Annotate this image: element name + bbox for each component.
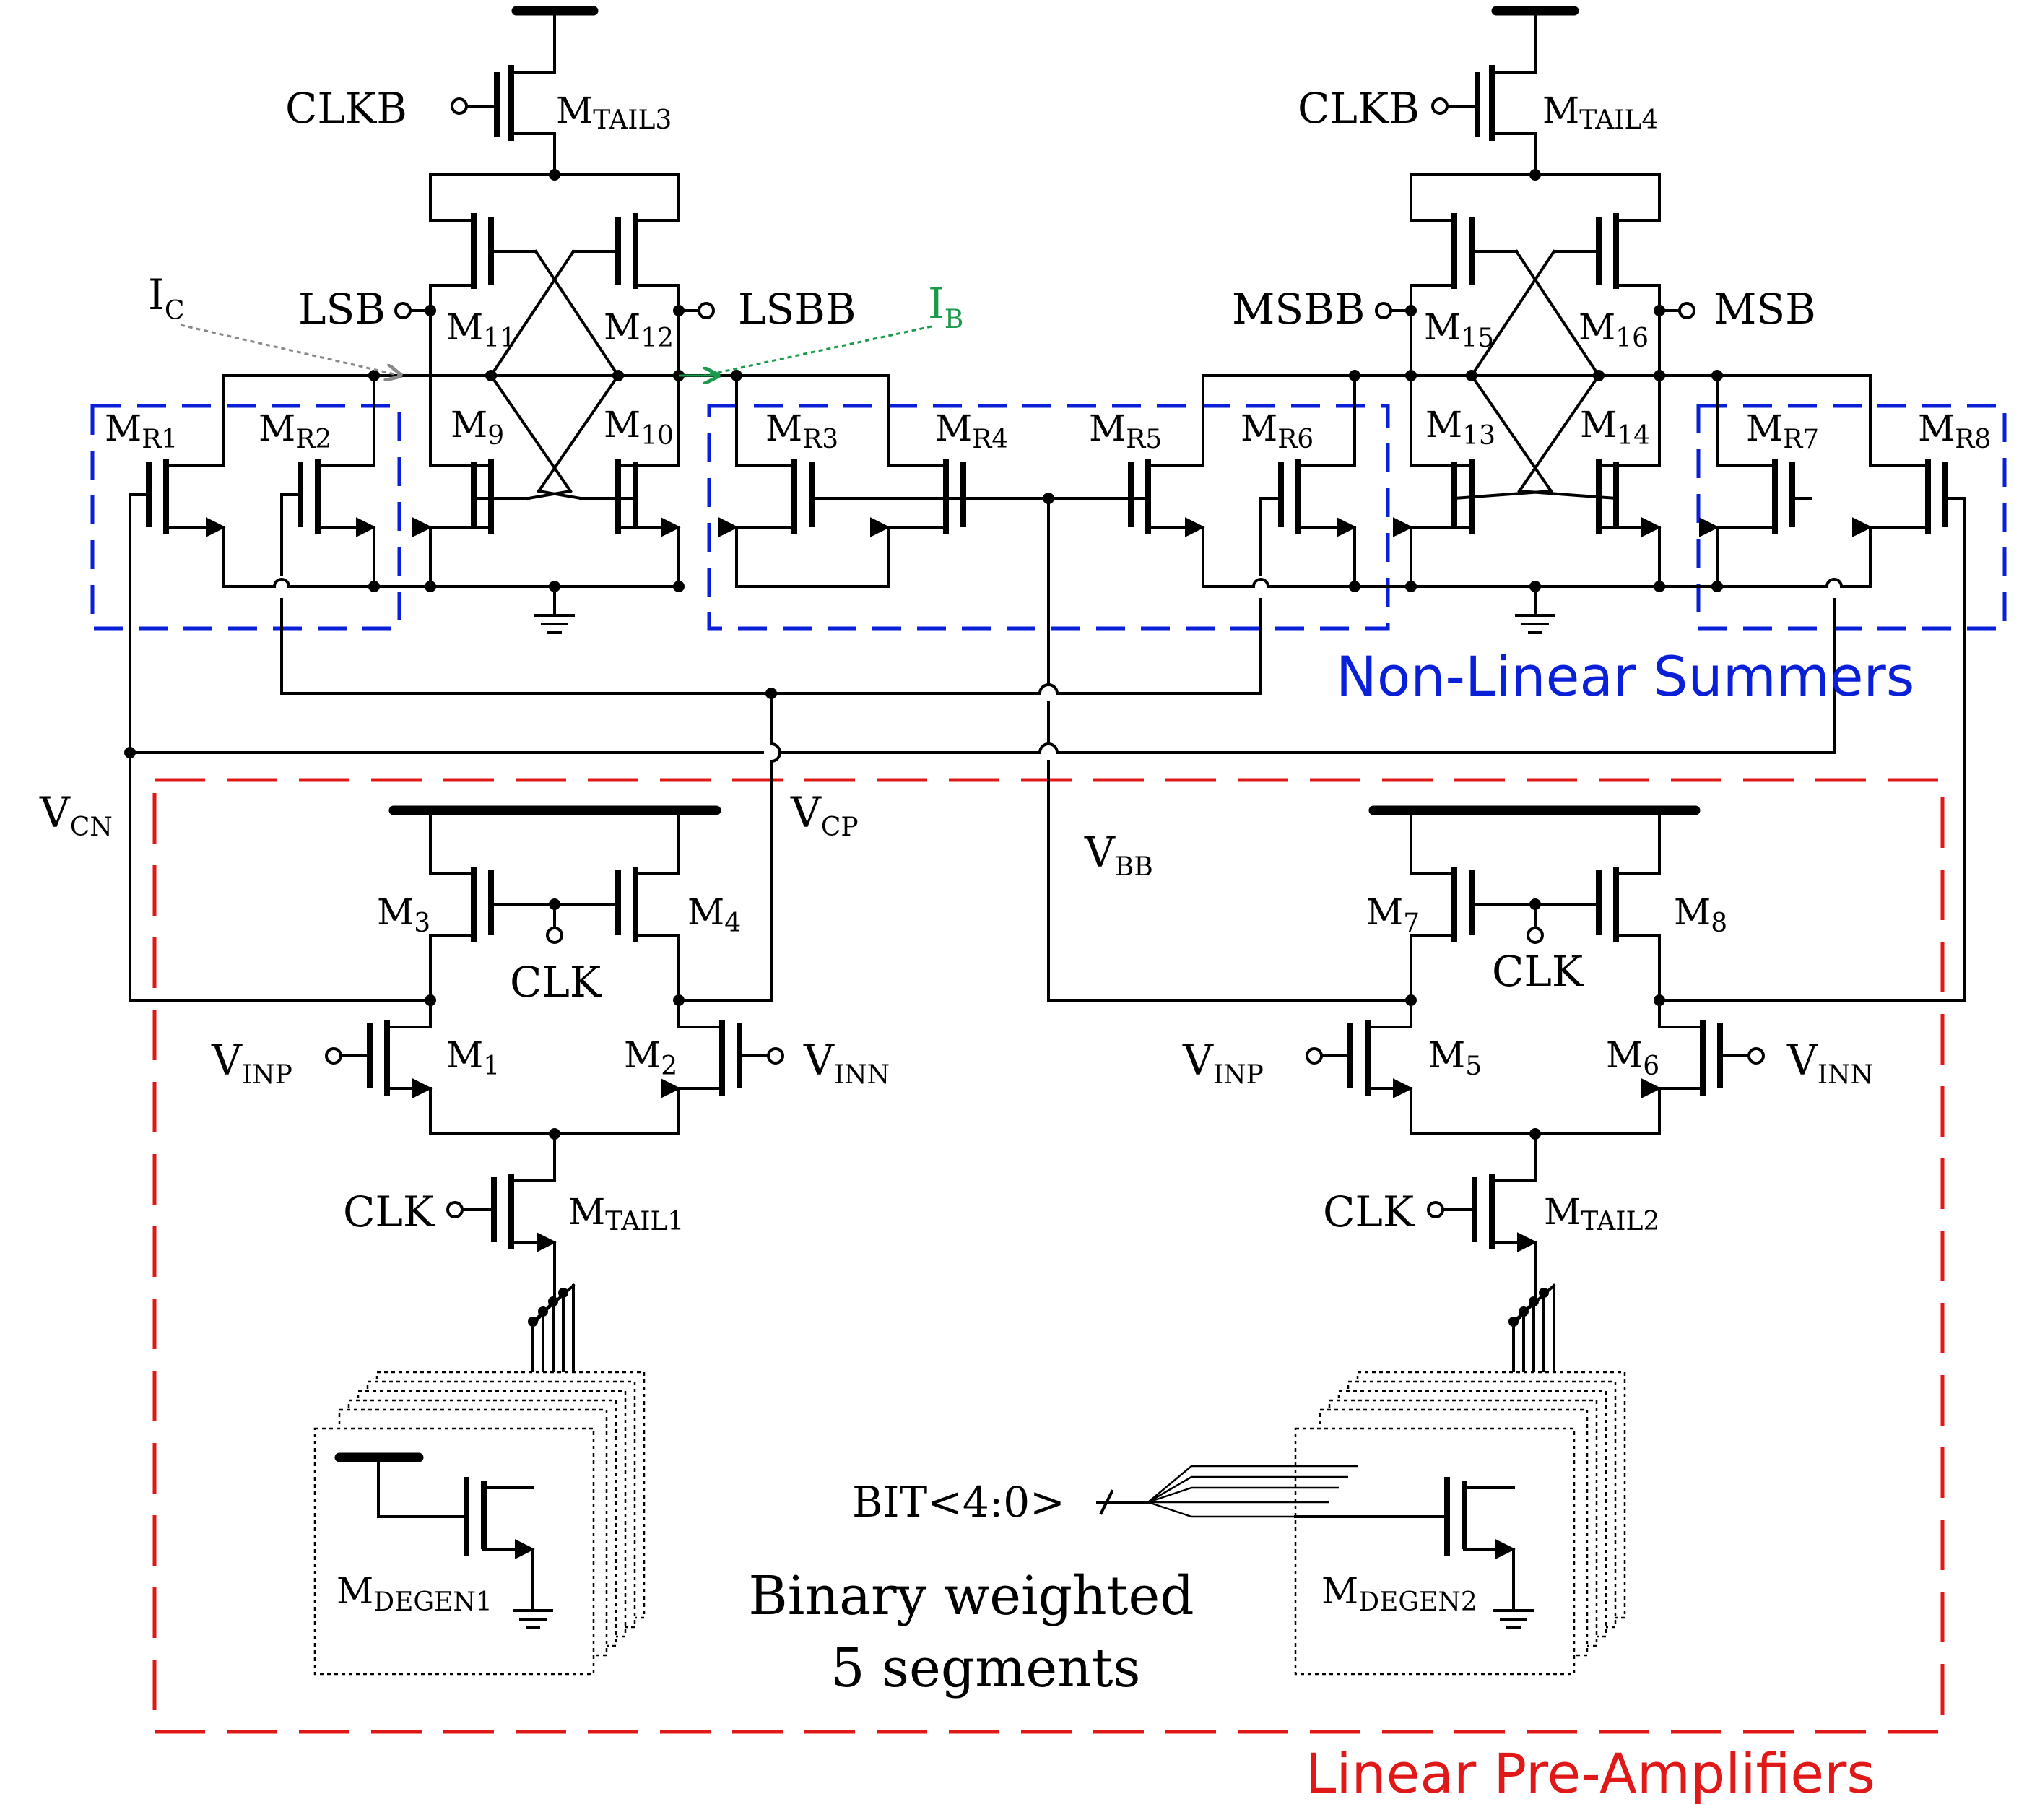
summer-box-left [90, 404, 401, 630]
label-clkb-right: CLKB [1298, 84, 1420, 133]
label-mr6: MR6 [1241, 407, 1314, 454]
label-lsb: LSB [298, 285, 386, 334]
label-segments: 5 segments [830, 1637, 1140, 1699]
label-mtail3: MTAIL3 [556, 90, 672, 135]
summer-boxes [90, 404, 2007, 630]
label-clk-m3m4: CLK [510, 958, 602, 1007]
label-m3: M3 [377, 891, 430, 938]
label-vbb: VBB [1084, 828, 1153, 882]
label-clkb-left: CLKB [285, 84, 407, 133]
label-vcn: VCN [39, 788, 113, 842]
label-mr3: MR3 [765, 407, 838, 454]
ic-arrow [180, 324, 401, 376]
labels: CLKB CLKB LSB LSBB MSBB MSB IC IB MTAIL3… [39, 84, 1991, 1806]
label-mr1: MR1 [105, 407, 178, 454]
label-clk-tail2: CLK [1323, 1187, 1415, 1236]
label-vinp-right: VINP [1182, 1036, 1264, 1090]
label-m5: M5 [1428, 1034, 1482, 1081]
label-m8: M8 [1674, 891, 1727, 938]
label-vinp-left: VINP [211, 1036, 292, 1090]
label-ic: IC [148, 270, 184, 326]
label-mr4: MR4 [935, 407, 1008, 454]
degen2-stack [1294, 1371, 1626, 1676]
latch-right [1202, 6, 1872, 634]
summer-box-right [1696, 404, 2007, 630]
label-non-linear-summers: Non-Linear Summers [1336, 644, 1914, 708]
bit-bus [1096, 1465, 1358, 1518]
degen1-stack [313, 1371, 646, 1676]
ib-arrow [703, 325, 932, 377]
label-m7: M7 [1366, 891, 1420, 938]
label-lsbb: LSBB [738, 285, 856, 334]
label-mtail1: MTAIL1 [568, 1191, 684, 1236]
label-m16: M16 [1579, 306, 1649, 353]
summer-box-middle [707, 404, 1390, 630]
label-m10: M10 [604, 404, 674, 451]
label-m14: M14 [1580, 404, 1650, 451]
label-mr8: MR8 [1918, 407, 1991, 454]
label-vinn-left: VINN [803, 1036, 890, 1090]
label-mr5: MR5 [1089, 407, 1162, 454]
label-linear-preamps: Linear Pre-Amplifiers [1306, 1741, 1875, 1806]
label-m9: M9 [451, 404, 504, 451]
label-clk-m7m8: CLK [1492, 947, 1584, 996]
preamp-right [1047, 805, 1966, 1489]
label-m11: M11 [446, 306, 516, 353]
label-msbb: MSBB [1232, 285, 1365, 334]
summers [129, 374, 1966, 1002]
label-mr7: MR7 [1746, 407, 1819, 454]
label-m6: M6 [1606, 1034, 1659, 1081]
label-mtail2: MTAIL2 [1544, 1191, 1659, 1236]
label-clk-tail1: CLK [343, 1187, 435, 1236]
label-m4: M4 [687, 891, 741, 938]
label-m2: M2 [624, 1034, 677, 1081]
label-vinn-right: VINN [1786, 1036, 1873, 1090]
label-mtail4: MTAIL4 [1542, 90, 1658, 135]
label-vcp: VCP [790, 788, 859, 842]
label-mr2: MR2 [259, 407, 331, 454]
label-mdegen1: MDEGEN1 [337, 1570, 492, 1617]
label-bit-bus: BIT<4:0> [852, 1478, 1065, 1527]
label-m15: M15 [1424, 306, 1494, 353]
label-m1: M1 [446, 1034, 500, 1081]
label-msb: MSB [1714, 285, 1816, 334]
label-m13: M13 [1425, 404, 1495, 451]
label-binary-weighted: Binary weighted [748, 1565, 1194, 1627]
latch-left [222, 6, 890, 634]
label-mdegen2: MDEGEN2 [1321, 1570, 1477, 1617]
label-ib: IB [928, 279, 963, 334]
label-m12: M12 [604, 306, 674, 353]
control-wires [124, 497, 1836, 1002]
